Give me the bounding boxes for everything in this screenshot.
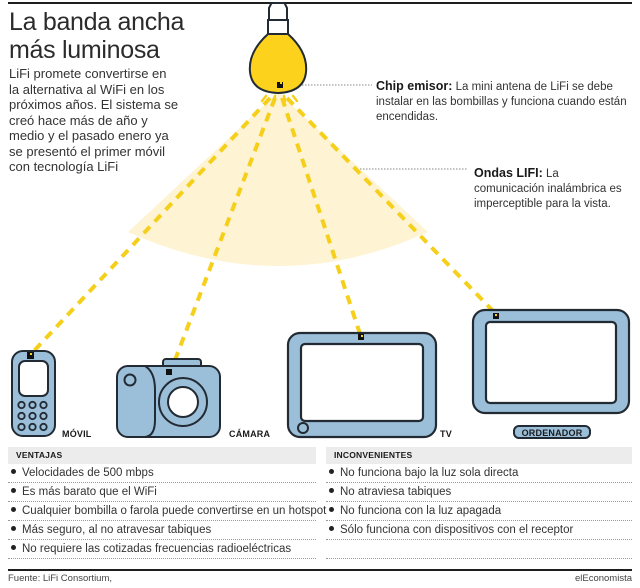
bullet-icon [11,507,16,513]
light-bulb-icon [248,1,308,95]
source-credit: Fuente: LiFi Consortium, [8,573,113,584]
title-line-1: La banda ancha [9,8,185,36]
list-item: Es más barato que el WiFi [8,483,316,502]
callout-chip-emisor: Chip emisor: La mini antena de LiFi se d… [376,79,638,125]
bullet-icon [329,469,334,475]
tv-icon [286,331,438,439]
inconvenientes-heading: INCONVENIENTES [326,447,632,464]
bullet-icon [329,507,334,513]
bullet-icon [329,526,334,532]
beam-to-camara [170,97,277,369]
ventajas-panel: VENTAJAS Velocidades de 500 mbps Es más … [8,447,326,559]
list-item-empty [326,540,632,559]
list-item: No funciona bajo la luz sola directa [326,464,632,483]
page-title: La banda ancha más luminosa [9,8,184,64]
bulb-rays [260,94,299,103]
bullet-icon [11,545,16,551]
light-cone [128,92,428,266]
callout-ondas-text: La comunicación inalámbrica es impercept… [474,168,622,210]
chip-emitter [277,82,283,88]
device-label-tv: TV [440,429,452,439]
callout-chip-label: Chip emisor: [376,79,453,93]
list-item: Más seguro, al no atravesar tabiques [8,521,316,540]
bullet-icon [11,469,16,475]
mobile-phone-icon [11,350,56,437]
bottom-rule [8,569,632,571]
bullet-icon [11,488,16,494]
inconvenientes-list: No funciona bajo la luz sola directa No … [326,464,632,559]
title-line-2: más luminosa [9,36,160,64]
callout-chip-text: La mini antena de LiFi se debe instalar … [376,81,627,123]
list-item: No funciona con la luz apagada [326,502,632,521]
bullet-icon [329,488,334,494]
camera-icon [116,358,221,438]
list-item: No requiere las cotizadas frecuencias ra… [8,540,316,559]
bullet-icon [11,526,16,532]
lifi-illustration [11,1,631,439]
device-label-ordenador: ORDENADOR [521,428,583,438]
list-item: Velocidades de 500 mbps [8,464,316,483]
list-item: Sólo funciona con dispositivos con el re… [326,521,632,540]
beam-to-ordenador [285,96,497,315]
beam-to-movil [31,96,272,354]
callout-ondas-lifi: Ondas LIFI: La comunicación inalámbrica … [474,166,624,212]
list-item: Cualquier bombilla o farola puede conver… [8,502,326,521]
ventajas-list: Velocidades de 500 mbps Es más barato qu… [8,464,326,559]
list-item: No atraviesa tabiques [326,483,632,502]
device-label-movil: MÓVIL [62,429,92,439]
callout-ondas-label: Ondas LIFI: [474,166,543,180]
inconvenientes-panel: INCONVENIENTES No funciona bajo la luz s… [326,447,632,559]
top-rule [8,2,632,4]
ventajas-heading: VENTAJAS [8,447,316,464]
device-label-camara: CÁMARA [229,429,271,439]
computer-monitor-icon [471,308,631,439]
brand-logo-text: elEconomista [574,573,632,584]
intro-text: LiFi promete convertirse en la alternati… [9,66,179,174]
